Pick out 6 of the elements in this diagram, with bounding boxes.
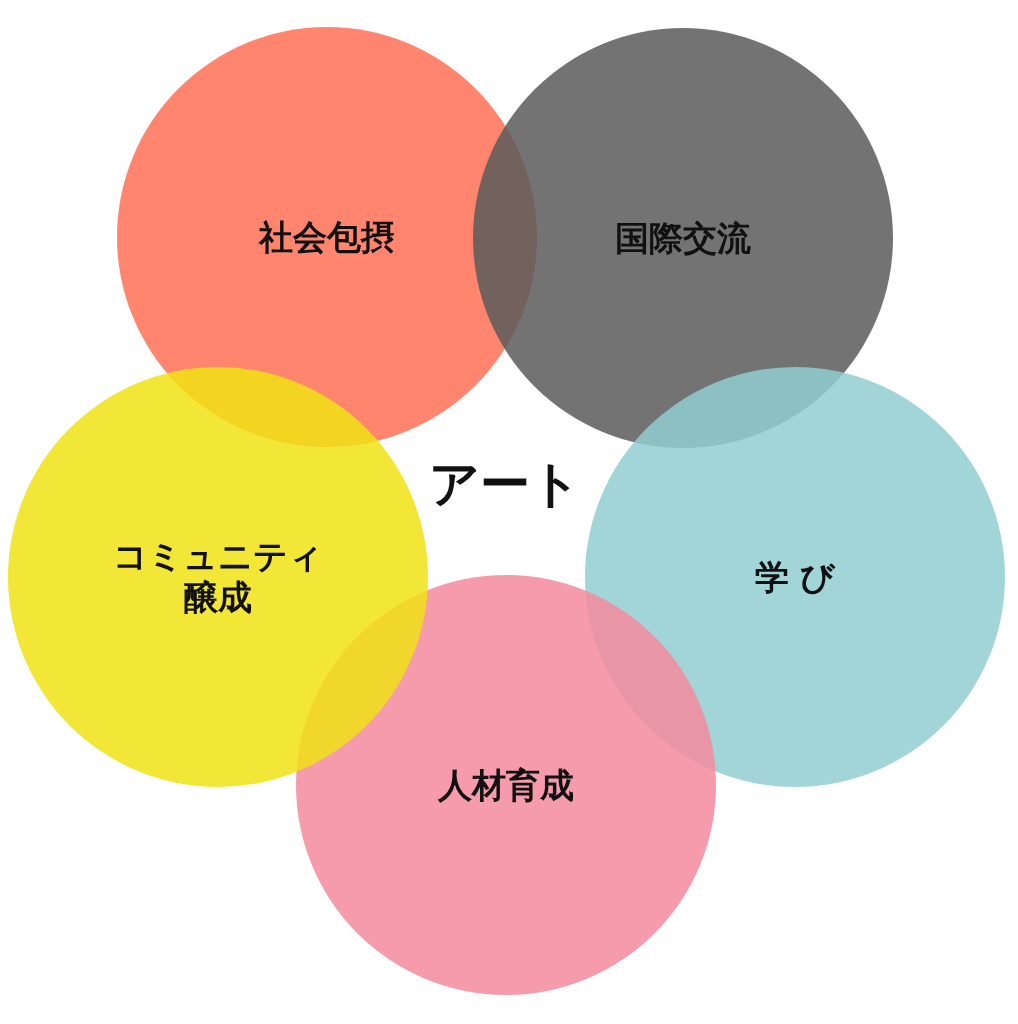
- circle-label: 国際交流: [615, 217, 751, 259]
- center-label: アート: [429, 453, 581, 515]
- circle-label: 社会包摂: [259, 216, 395, 258]
- circle-label: 人材育成: [438, 764, 574, 806]
- circle-label: 学 び: [754, 556, 836, 598]
- circle-label: コミュニティ醸成: [112, 536, 324, 618]
